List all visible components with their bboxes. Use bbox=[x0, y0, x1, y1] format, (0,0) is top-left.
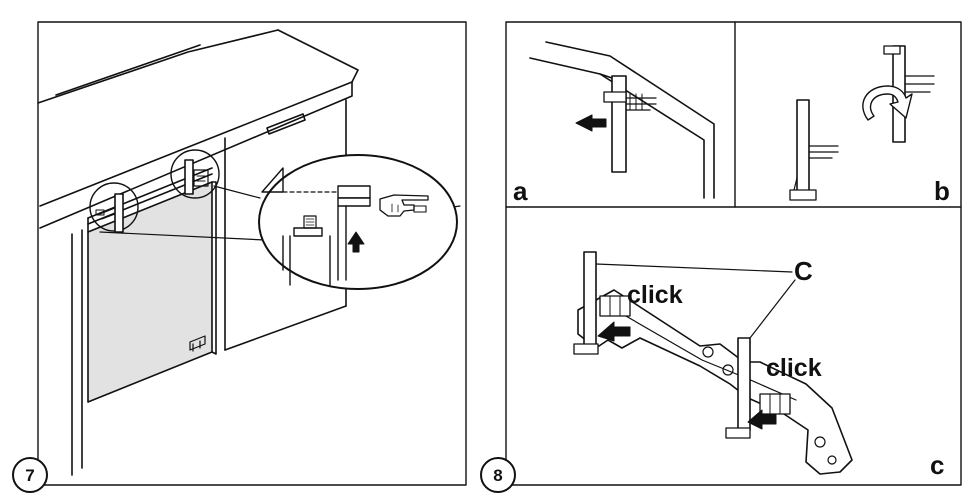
figure-7-frame bbox=[37, 21, 467, 486]
figure-8-panel: 8 bbox=[480, 21, 962, 493]
door-panel bbox=[87, 181, 213, 403]
panel-c-illustration bbox=[573, 251, 853, 475]
callout-letter-c: C bbox=[794, 256, 813, 286]
countertop bbox=[37, 29, 359, 229]
slide-rail bbox=[577, 289, 853, 475]
panel-b-illustration bbox=[789, 45, 935, 201]
hinge-bottom bbox=[189, 335, 206, 351]
figure-8-number-badge: 8 bbox=[480, 457, 516, 493]
bracket-right bbox=[184, 159, 209, 195]
cabinet-handle bbox=[266, 113, 306, 135]
rotate-arrow bbox=[862, 85, 913, 121]
figure-8-frame bbox=[505, 21, 962, 486]
appliance-door bbox=[71, 181, 217, 476]
detail-circle-left bbox=[89, 182, 139, 232]
figure-7-number-badge: 7 bbox=[12, 457, 48, 493]
up-arrow bbox=[347, 231, 365, 253]
push-arrow-2 bbox=[747, 409, 777, 430]
figure-7-panel: 7 bbox=[12, 21, 467, 493]
zoom-bracket-top bbox=[337, 185, 371, 199]
click-label-1: click bbox=[627, 281, 683, 309]
arrow-left bbox=[575, 114, 607, 132]
bracket-c-left bbox=[583, 251, 597, 349]
push-arrow-1 bbox=[597, 321, 631, 342]
svg-text:8: 8 bbox=[493, 466, 502, 485]
detail-circle-right bbox=[170, 149, 220, 199]
pointing-hand-icon bbox=[379, 194, 429, 217]
panel-label-c: c bbox=[930, 450, 945, 480]
click-label-2: click bbox=[766, 354, 822, 382]
svg-text:7: 7 bbox=[25, 466, 34, 485]
panel-label-b: b bbox=[934, 176, 950, 206]
bracket-left bbox=[95, 193, 124, 233]
panel-a-illustration bbox=[529, 41, 715, 199]
bracket-c-right bbox=[737, 337, 751, 431]
c-leader-2 bbox=[749, 279, 796, 339]
c-leader-1 bbox=[595, 263, 793, 273]
zoom-detail-circle bbox=[258, 154, 458, 290]
panel-label-a: a bbox=[513, 176, 528, 206]
zoom-detail bbox=[258, 154, 458, 290]
